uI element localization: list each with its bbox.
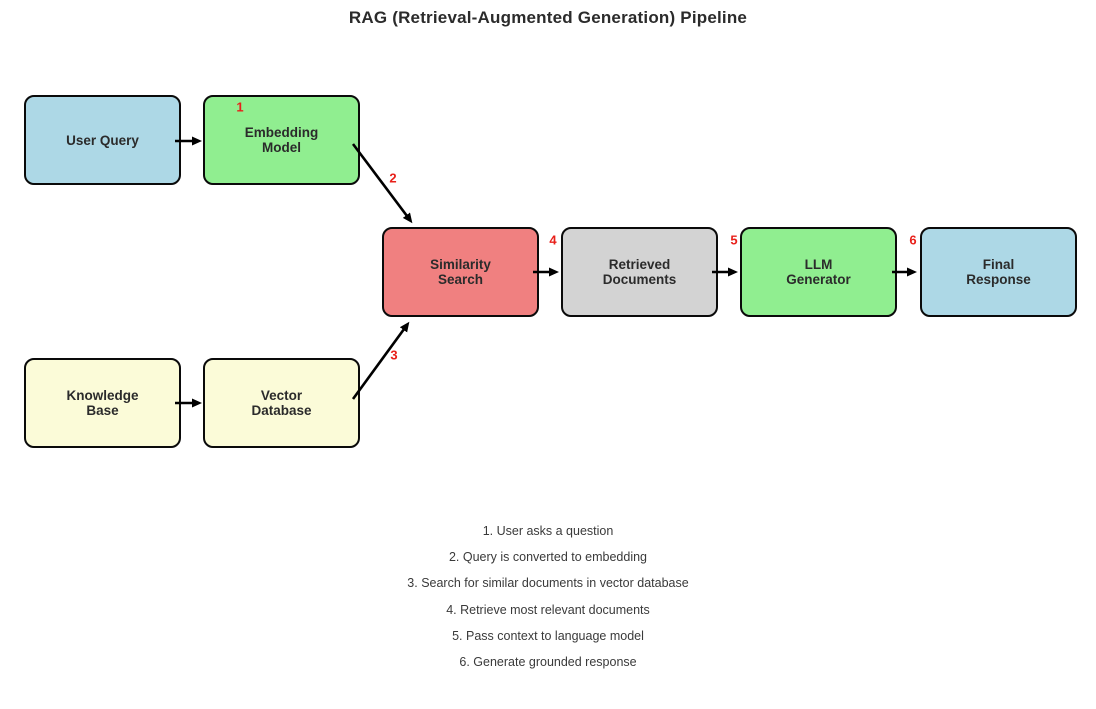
node-similarity-search: Similarity Search (382, 227, 539, 317)
node-label: Vector Database (251, 388, 312, 418)
step-marker-5: 5 (730, 232, 738, 248)
arrow-vector-database-to-similarity-search (351, 321, 410, 400)
legend-step: 3. Search for similar documents in vecto… (407, 576, 689, 591)
legend-step: 4. Retrieve most relevant documents (446, 602, 650, 617)
node-label: User Query (66, 132, 139, 148)
node-vector-database: Vector Database (203, 358, 360, 448)
step-marker-4: 4 (549, 232, 557, 248)
diagram-title: RAG (Retrieval-Augmented Generation) Pip… (348, 8, 748, 27)
legend-step: 1. User asks a question (482, 524, 614, 538)
node-embedding-model: Embedding Model (203, 95, 360, 185)
node-label: Knowledge Base (66, 388, 139, 418)
step-marker-2: 2 (389, 170, 397, 186)
arrow-embedding-model-to-similarity-search (351, 143, 413, 224)
legend-steps: 1. User asks a question 2. Query is conv… (0, 518, 1096, 675)
node-knowledge-base: Knowledge Base (24, 358, 181, 448)
node-label: LLM Generator (786, 257, 851, 287)
node-label: Embedding Model (244, 125, 319, 155)
step-marker-6: 6 (909, 232, 917, 248)
node-retrieved-documents: Retrieved Documents (561, 227, 718, 317)
node-final-response: Final Response (920, 227, 1077, 317)
legend-step: 2. Query is converted to embedding (448, 550, 648, 565)
node-label: Retrieved Documents (602, 257, 677, 287)
node-llm-generator: LLM Generator (740, 227, 897, 317)
step-marker-3: 3 (390, 347, 398, 363)
legend-step: 6. Generate grounded response (459, 655, 637, 670)
legend-step: 5. Pass context to language model (452, 628, 644, 643)
step-marker-1: 1 (236, 99, 244, 115)
node-label: Final Response (966, 257, 1031, 287)
node-user-query: User Query (24, 95, 181, 185)
node-label: Similarity Search (430, 257, 491, 287)
